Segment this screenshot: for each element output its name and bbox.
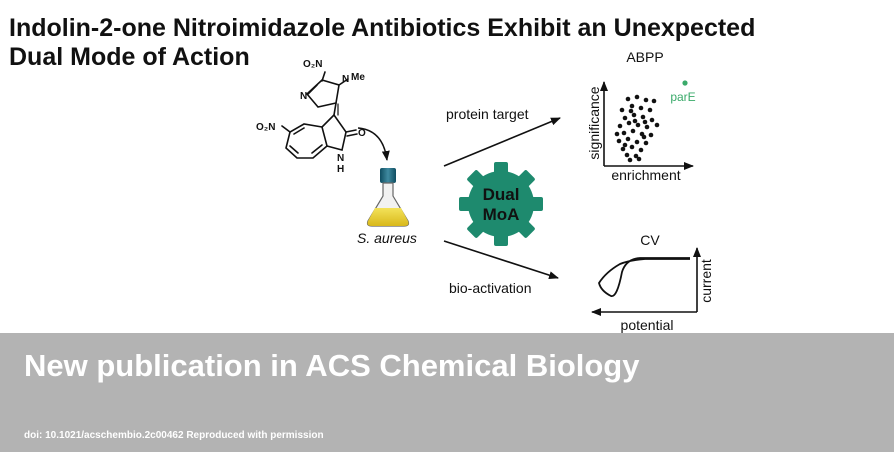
title-line-1: Indolin-2-one Nitroimidazole Antibiotics… — [9, 14, 756, 42]
abpp-point — [633, 153, 639, 159]
cv-title: CV — [640, 232, 660, 248]
abpp-point — [647, 107, 653, 113]
page-title: Indolin-2-one Nitroimidazole Antibiotics… — [9, 14, 889, 72]
abpp-point — [627, 157, 633, 163]
abpp-point — [651, 98, 657, 104]
cv-ylabel: current — [698, 259, 714, 303]
abpp-point — [631, 112, 637, 118]
cv-xlabel: potential — [621, 317, 674, 333]
cv-trace — [598, 257, 690, 297]
gear-label-line-1: Dual — [483, 185, 520, 204]
abpp-point — [642, 119, 648, 125]
abpp-point — [641, 134, 647, 140]
abpp-point — [648, 132, 654, 138]
abpp-ylabel: significance — [586, 86, 602, 159]
abpp-xlabel: enrichment — [611, 167, 680, 183]
abpp-point — [644, 124, 650, 130]
organism-label: S. aureus — [357, 230, 417, 246]
nitro-group-top: O₂N — [303, 59, 322, 70]
methyl-label: Me — [351, 72, 365, 83]
publication-banner: New publication in ACS Chemical Biology … — [0, 333, 894, 452]
abpp-title: ABPP — [626, 49, 663, 65]
abpp-highlight-label: parE — [670, 90, 695, 104]
abpp-point — [638, 147, 644, 153]
molecule-structure — [281, 71, 358, 159]
label-protein-target: protein target — [446, 106, 529, 122]
abpp-point — [624, 152, 630, 158]
flask-icon — [366, 168, 410, 227]
abpp-scatter-points — [614, 94, 660, 163]
gear-icon — [459, 162, 543, 246]
abpp-point — [654, 122, 660, 128]
curved-arrow — [357, 127, 390, 161]
abpp-point — [619, 107, 625, 113]
abpp-point — [643, 140, 649, 146]
abpp-point — [616, 138, 622, 144]
abpp-point — [622, 115, 628, 121]
abpp-highlight-point — [682, 80, 688, 86]
abpp-point — [649, 117, 655, 123]
abpp-point — [635, 122, 641, 128]
abpp-point — [626, 120, 632, 126]
nh-hydrogen: H — [337, 164, 344, 175]
abpp-point — [634, 139, 640, 145]
abpp-point — [643, 97, 649, 103]
abpp-point — [634, 94, 640, 100]
abpp-point — [617, 123, 623, 129]
abpp-point — [640, 114, 646, 120]
abpp-point — [628, 108, 634, 114]
abpp-point — [636, 156, 642, 162]
abpp-point — [625, 136, 631, 142]
banner-headline: New publication in ACS Chemical Biology — [24, 348, 640, 383]
title-line-2: Dual Mode of Action — [9, 43, 250, 71]
methyl-n-atom: N — [342, 74, 349, 85]
imine-n-atom: N — [300, 91, 307, 102]
carbonyl-oxygen: O — [358, 128, 366, 139]
banner-doi: doi: 10.1021/acschembio.2c00462 Reproduc… — [24, 430, 324, 441]
nh-nitrogen: N — [337, 153, 344, 164]
abpp-point — [620, 146, 626, 152]
nitro-group-left: O₂N — [256, 122, 275, 133]
label-bio-activation: bio-activation — [449, 280, 532, 296]
abpp-point — [629, 103, 635, 109]
abpp-point — [625, 96, 631, 102]
abpp-point — [622, 142, 628, 148]
abpp-point — [629, 144, 635, 150]
arrow-protein-target — [443, 117, 561, 167]
abpp-point — [614, 131, 620, 137]
abpp-point — [630, 128, 636, 134]
toc-graphic: O₂N N Me N O₂N O N H S. aureus protein t… — [256, 49, 714, 333]
gear-label-line-2: MoA — [483, 205, 520, 224]
abpp-point — [638, 105, 644, 111]
abpp-point — [632, 118, 638, 124]
arrow-bio-activation — [443, 240, 559, 280]
abpp-point — [621, 130, 627, 136]
